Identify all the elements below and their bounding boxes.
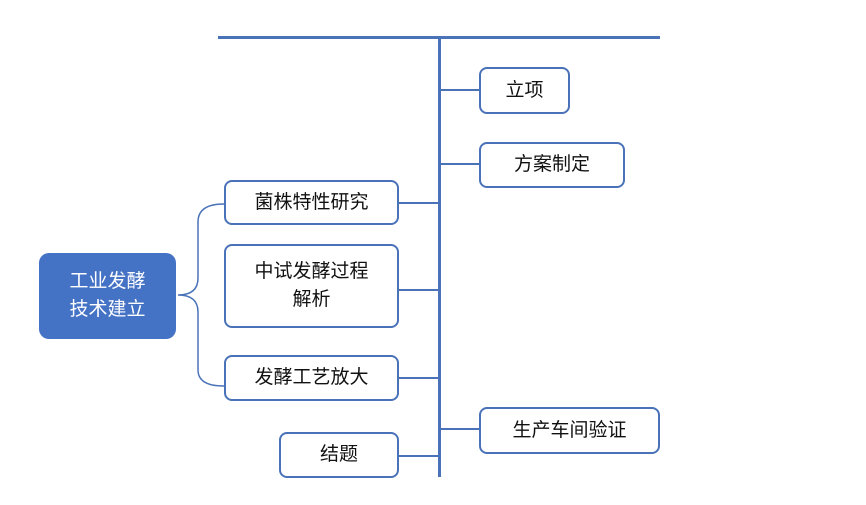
node-gongyi: 发酵工艺放大 — [224, 355, 399, 401]
root-node: 工业发酵 技术建立 — [39, 253, 176, 339]
connector-fangan — [440, 163, 480, 165]
connector-junzhu — [397, 202, 439, 204]
node-jieti: 结题 — [279, 432, 399, 478]
connector-jieti — [397, 455, 439, 457]
node-lixiang: 立项 — [479, 67, 570, 114]
main-spine-line — [438, 36, 441, 477]
node-fangan: 方案制定 — [479, 142, 625, 188]
connector-shengchan — [440, 428, 480, 430]
node-junzhu: 菌株特性研究 — [224, 180, 399, 225]
node-zhongshi: 中试发酵过程 解析 — [224, 244, 399, 328]
connector-zhongshi — [397, 289, 439, 291]
connector-gongyi — [397, 377, 439, 379]
connector-lixiang — [440, 89, 480, 91]
node-shengchan: 生产车间验证 — [479, 407, 660, 454]
